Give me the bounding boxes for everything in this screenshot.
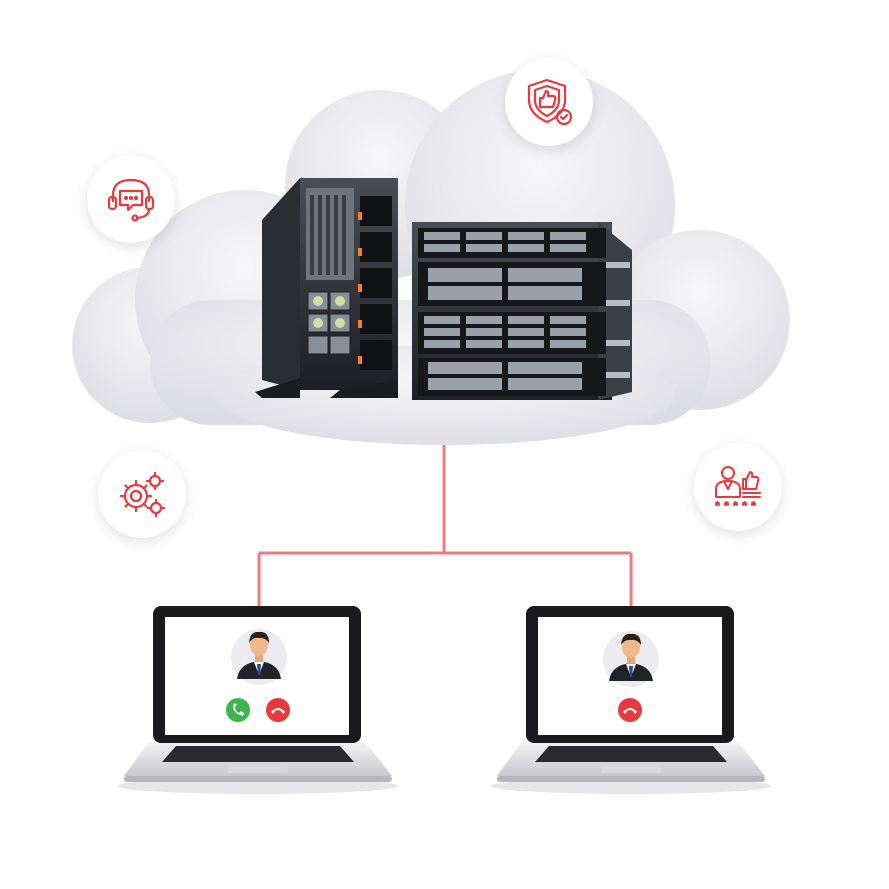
rack-server-stack xyxy=(412,222,632,400)
shield-thumbs-up-icon xyxy=(527,78,573,126)
rating-badge xyxy=(694,443,782,531)
businessman-avatar-icon xyxy=(603,631,659,687)
decline-call-button[interactable] xyxy=(618,698,642,722)
businessman-avatar-icon xyxy=(231,629,287,685)
network-connector xyxy=(257,445,633,608)
decline-call-button[interactable] xyxy=(266,698,290,722)
configuration-badge xyxy=(98,450,186,538)
headset-support-icon xyxy=(107,178,155,222)
tower-server xyxy=(255,178,398,398)
gears-icon xyxy=(119,471,166,518)
trust-badge xyxy=(505,58,593,146)
user-rating-icon xyxy=(715,466,761,506)
accept-call-button[interactable] xyxy=(226,698,250,722)
support-badge xyxy=(87,155,175,243)
